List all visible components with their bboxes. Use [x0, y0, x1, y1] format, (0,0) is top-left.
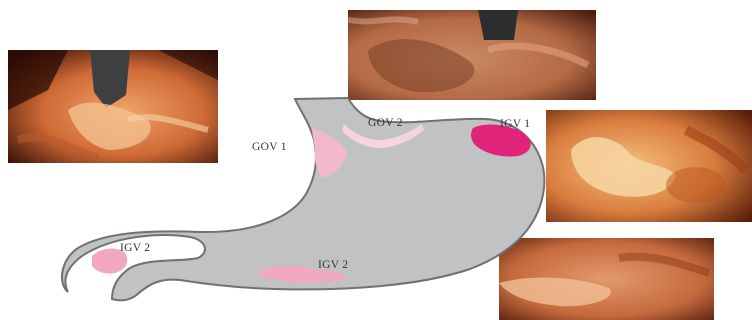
- label-igv2-body: IGV 2: [318, 259, 348, 271]
- label-igv1: IGV 1: [500, 118, 530, 130]
- label-gov2: GOV 2: [368, 117, 403, 129]
- label-gov1: GOV 1: [252, 141, 287, 153]
- label-igv2-fundus: IGV 2: [120, 242, 150, 254]
